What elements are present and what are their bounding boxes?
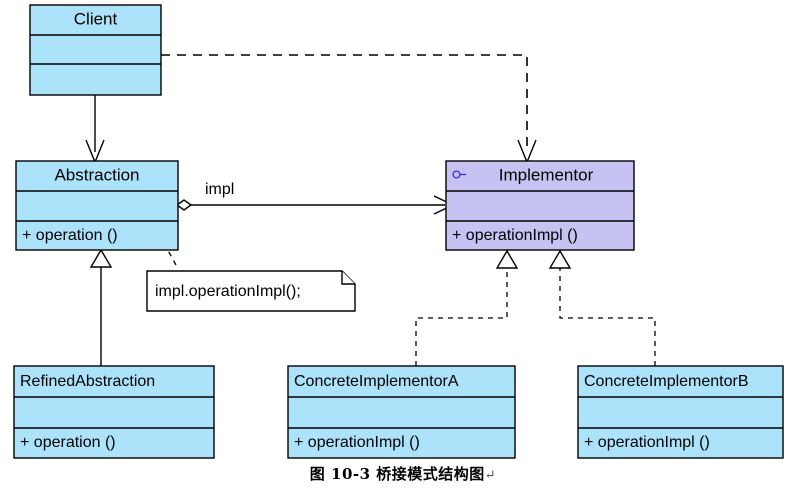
class-name-implementor: Implementor <box>499 165 594 184</box>
relationship-client-abstraction[interactable] <box>85 95 105 164</box>
note-text: impl.operationImpl(); <box>155 283 301 300</box>
class-box-concrete-implementor-b[interactable]: ConcreteImplementorB + operationImpl () <box>577 365 784 459</box>
class-name-abstraction: Abstraction <box>54 165 139 184</box>
class-name-client: Client <box>74 9 118 28</box>
figure-caption: 图 10-3 桥接模式结构图↵ <box>0 463 806 484</box>
relationship-refined-abstraction[interactable] <box>89 248 113 366</box>
class-operations-refined-abstraction: + operation () <box>20 434 116 451</box>
class-name-refined-abstraction: RefinedAbstraction <box>20 373 155 390</box>
class-box-client[interactable]: Client <box>29 4 162 96</box>
class-box-abstraction[interactable]: Abstraction + operation () <box>15 160 179 251</box>
paragraph-mark: ↵ <box>484 468 497 483</box>
relationship-concreteb-implementor[interactable] <box>548 249 656 366</box>
class-name-concrete-implementor-b: ConcreteImplementorB <box>584 373 749 390</box>
class-box-concrete-implementor-a[interactable]: ConcreteImplementorA + operationImpl () <box>287 365 516 459</box>
class-name-concrete-implementor-a: ConcreteImplementorA <box>294 373 459 390</box>
note-anchor-line <box>164 244 177 266</box>
class-operations-concrete-implementor-b: + operationImpl () <box>584 434 710 451</box>
class-operations-concrete-implementor-a: + operationImpl () <box>294 434 420 451</box>
class-operations-abstraction: + operation () <box>22 227 118 244</box>
interface-icon <box>452 170 466 179</box>
note-impl-call[interactable]: impl.operationImpl(); <box>146 270 356 312</box>
class-box-refined-abstraction[interactable]: RefinedAbstraction + operation () <box>13 365 215 459</box>
class-operations-implementor: + operationImpl () <box>452 227 578 244</box>
relationship-client-implementor[interactable] <box>161 54 537 164</box>
relationship-concretea-implementor[interactable] <box>415 249 519 366</box>
edge-label-impl: impl <box>205 181 234 198</box>
relationship-abstraction-implementor[interactable]: impl <box>175 181 455 215</box>
class-box-implementor[interactable]: Implementor + operationImpl () <box>445 160 635 251</box>
figure-caption-text: 图 10-3 桥接模式结构图 <box>309 465 485 483</box>
